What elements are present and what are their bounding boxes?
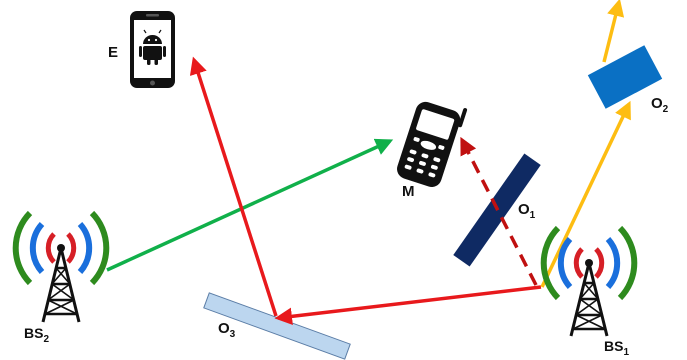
red-path-o3-to-e [189, 56, 278, 317]
yellow-path-bs1-to-o2 [540, 100, 631, 288]
cell-phone-icon [397, 101, 468, 187]
bs2-tower-icon [12, 210, 110, 323]
bs1-tower-icon [540, 225, 638, 337]
yellow-path-o2-onward [602, 0, 625, 63]
obstacle-o2 [587, 45, 663, 109]
label-e: E [108, 44, 118, 61]
android-smartphone-icon [130, 11, 175, 88]
label-m: M [402, 183, 415, 200]
label-o2: O2 [651, 95, 669, 115]
red-path-bs1-to-o3 [274, 285, 542, 326]
label-o1: O1 [518, 201, 536, 221]
green-path [106, 138, 394, 272]
label-o3: O3 [218, 320, 236, 340]
label-bs2: BS2 [24, 325, 49, 345]
dashed-path-through-o1 [460, 136, 538, 286]
label-bs1: BS1 [604, 338, 629, 358]
